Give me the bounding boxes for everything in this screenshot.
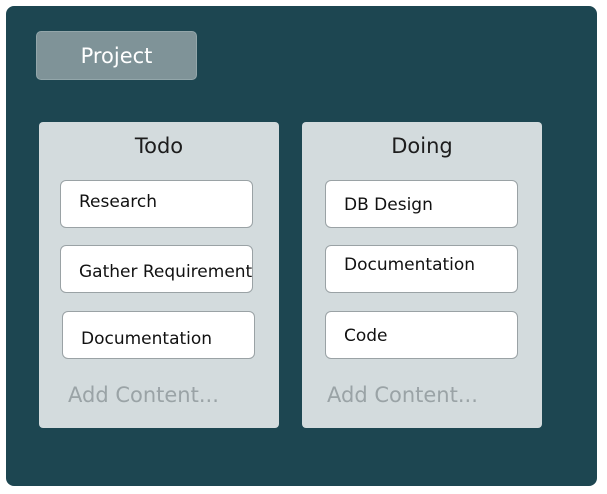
card-label: DB Design bbox=[344, 195, 433, 215]
column-doing: Doing DB Design Documentation Code Add C… bbox=[302, 122, 542, 428]
card-db-design[interactable]: DB Design bbox=[325, 180, 518, 228]
card-documentation[interactable]: Documentation bbox=[62, 311, 255, 359]
card-label: Code bbox=[344, 326, 388, 346]
kanban-board: Project Todo Research Gather Requirement… bbox=[6, 6, 597, 486]
column-title: Todo bbox=[134, 134, 184, 158]
card-research[interactable]: Research bbox=[60, 180, 253, 228]
card-label: Documentation bbox=[81, 329, 213, 349]
add-content-input[interactable]: Add Content... bbox=[327, 383, 478, 407]
card-label: Documentation bbox=[344, 255, 476, 275]
card-documentation[interactable]: Documentation bbox=[325, 245, 518, 293]
column-title: Doing bbox=[391, 134, 453, 158]
project-button[interactable]: Project bbox=[36, 31, 197, 80]
card-label: Gather Requirement bbox=[79, 262, 253, 282]
column-todo: Todo Research Gather Requirement Documen… bbox=[39, 122, 279, 428]
card-gather-requirement[interactable]: Gather Requirement bbox=[60, 245, 253, 293]
card-code[interactable]: Code bbox=[325, 311, 518, 359]
card-label: Research bbox=[79, 192, 157, 212]
add-content-input[interactable]: Add Content... bbox=[68, 383, 219, 407]
